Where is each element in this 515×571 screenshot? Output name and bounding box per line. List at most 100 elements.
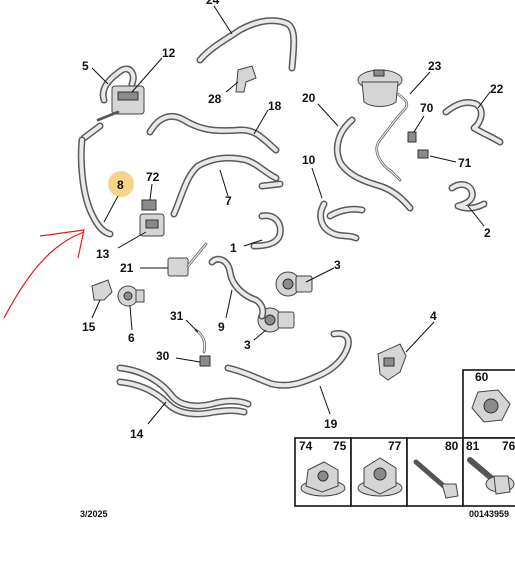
leader-71 (429, 155, 457, 163)
flange-nut-large-icon (357, 457, 403, 497)
leader-19 (319, 385, 331, 415)
callout-23: 23 (428, 59, 442, 73)
sensor-70[interactable] (407, 131, 417, 143)
leader-1 (243, 239, 263, 247)
leader-12 (131, 57, 163, 93)
leader-72 (149, 183, 153, 201)
callout-13: 13 (96, 247, 110, 261)
callout-6: 6 (128, 331, 135, 345)
callout-18: 18 (268, 99, 282, 113)
highlight-marker (108, 171, 134, 197)
callout-19: 19 (324, 417, 338, 431)
callout-8: 8 (117, 178, 124, 192)
heat-exchanger-12[interactable] (80, 85, 145, 142)
leader-20 (317, 103, 339, 127)
callout-3-upper: 3 (334, 258, 341, 272)
hose-20[interactable] (333, 116, 414, 212)
table-cell-1-left: 74 (299, 439, 313, 453)
callout-9: 9 (218, 320, 225, 334)
leader-14 (147, 401, 167, 425)
callout-5: 5 (82, 59, 89, 73)
bracket-15[interactable] (91, 279, 113, 301)
table-cell-2-right: 77 (388, 439, 402, 453)
hose-7[interactable] (170, 154, 284, 218)
callout-1: 1 (230, 241, 237, 255)
callout-31: 31 (170, 309, 184, 323)
leader-18 (253, 109, 269, 135)
leader-10 (311, 167, 323, 199)
pump-3-upper[interactable] (275, 271, 313, 297)
footer-reference: 00143959 (469, 509, 509, 519)
leader-5 (91, 67, 109, 85)
valve-13[interactable] (139, 213, 165, 237)
callout-30: 30 (156, 349, 170, 363)
expansion-tank[interactable] (357, 69, 403, 107)
hose-19[interactable] (224, 330, 352, 389)
valve-72[interactable] (141, 199, 157, 211)
pipe-23[interactable] (375, 92, 409, 182)
table-top-label: 60 (475, 370, 489, 384)
table-cell-4-left: 81 (466, 439, 480, 453)
leader-2 (467, 205, 485, 227)
pipe-22[interactable] (442, 98, 504, 146)
callout-2: 2 (484, 226, 491, 240)
leader-28 (225, 81, 239, 93)
callout-22: 22 (490, 82, 504, 96)
leader-6 (129, 305, 133, 331)
leader-7 (219, 169, 229, 197)
leader-3-lower (253, 329, 267, 341)
callout-3-lower: 3 (244, 338, 251, 352)
callout-71: 71 (458, 156, 472, 170)
hose-18[interactable] (146, 113, 280, 154)
leader-3-upper (305, 267, 335, 283)
callout-12: 12 (162, 46, 176, 60)
table-cell-4 (462, 437, 515, 507)
fastener-table: 60 74 75 77 80 81 76 (294, 369, 515, 507)
hose-9[interactable] (208, 255, 267, 320)
bolt-icon (413, 459, 459, 499)
hose-8[interactable] (77, 136, 114, 238)
leader-31 (185, 319, 199, 333)
leader-70 (413, 115, 425, 133)
hose-1[interactable] (250, 212, 284, 250)
leader-9 (225, 289, 233, 319)
bracket-28[interactable] (235, 65, 257, 93)
valve-21[interactable] (167, 242, 208, 277)
callout-10: 10 (302, 153, 316, 167)
hose-5[interactable] (99, 65, 137, 104)
leader-15 (91, 299, 101, 319)
callout-28: 28 (208, 92, 222, 106)
leader-22 (477, 91, 491, 109)
callout-21: 21 (120, 261, 134, 275)
flange-nut-icon (300, 461, 346, 497)
table-cell-1-right: 75 (333, 439, 347, 453)
leader-30 (175, 357, 201, 363)
table-cell-3-right: 80 (445, 439, 459, 453)
leader-4 (405, 321, 435, 353)
callout-70: 70 (420, 101, 434, 115)
footer-date: 3/2025 (80, 509, 108, 519)
bracket-4[interactable] (377, 343, 407, 381)
hose-24[interactable] (196, 17, 298, 72)
annotation-arrow (3, 229, 85, 319)
callout-24: 24 (206, 0, 220, 7)
leader-13 (117, 231, 147, 249)
clip-30[interactable] (199, 355, 211, 367)
hose-10[interactable] (317, 200, 366, 242)
callout-15: 15 (82, 320, 96, 334)
leader-8 (103, 195, 119, 223)
leader-24 (213, 5, 233, 35)
table-cell-4-right: 76 (502, 439, 515, 453)
callout-7: 7 (225, 194, 232, 208)
pump-6[interactable] (117, 285, 145, 307)
leader-23 (409, 71, 431, 95)
clip-31[interactable] (194, 328, 207, 354)
callout-72: 72 (146, 170, 160, 184)
hose-2[interactable] (448, 181, 488, 212)
flange-bolt-icon (467, 457, 515, 495)
clip-71[interactable] (417, 149, 429, 159)
callout-4: 4 (430, 309, 437, 323)
hose-14[interactable] (116, 364, 252, 418)
